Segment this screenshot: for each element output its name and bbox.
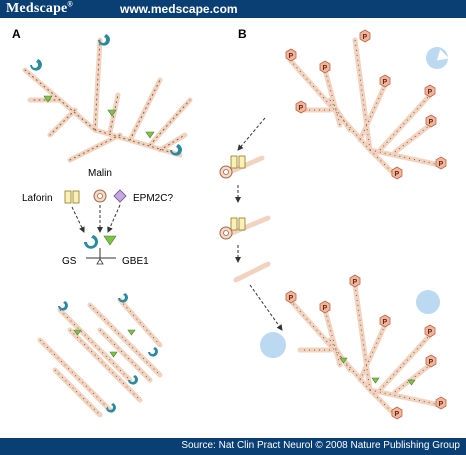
glycogen-molecule-phosphorylated-beads xyxy=(289,39,441,176)
svg-text:P: P xyxy=(429,119,434,126)
svg-text:P: P xyxy=(299,105,304,112)
header-bar: Medscape® www.medscape.com xyxy=(0,0,466,18)
gbe1-enzyme-icon xyxy=(43,95,155,139)
gs-enzyme-icon xyxy=(84,235,98,249)
svg-text:P: P xyxy=(439,401,444,408)
malin-core-icon xyxy=(223,230,229,236)
glycogen-diagram: A B Malin Laforin EPM2C? GS GBE1 xyxy=(12,27,450,420)
laforin-icon xyxy=(230,155,238,169)
glucan-chain xyxy=(233,261,271,283)
svg-text:P: P xyxy=(363,34,368,41)
glycogen-molecule-degraded-beads xyxy=(289,284,441,416)
svg-text:P: P xyxy=(428,89,433,96)
malin-core-icon xyxy=(223,169,229,175)
malin-label: Malin xyxy=(88,168,112,179)
epm2c-label: EPM2C? xyxy=(133,193,173,204)
gs-label: GS xyxy=(62,256,77,267)
gbe1-enzyme-icon xyxy=(103,235,117,246)
glucan-chain xyxy=(227,155,265,175)
polyglucosan-chains-beads xyxy=(39,299,161,416)
epm2c-icon xyxy=(113,189,127,203)
gs-enzyme-icon xyxy=(58,293,158,413)
degradation-enzyme-notch xyxy=(436,49,450,61)
laforin-icon xyxy=(238,217,246,231)
laforin-icon xyxy=(238,155,246,169)
laforin-icon xyxy=(64,190,72,204)
legend-arrows xyxy=(71,204,121,233)
svg-text:P: P xyxy=(323,65,328,72)
source-credit: Source: Nat Clin Pract Neurol © 2008 Nat… xyxy=(181,440,460,451)
svg-text:P: P xyxy=(395,411,400,418)
gbe1-enzyme-icon xyxy=(339,357,416,386)
svg-text:P: P xyxy=(323,305,328,312)
panel-label-b: B xyxy=(238,27,247,41)
phosphate-group-icon: P P P P P P P P xyxy=(285,274,447,420)
malin-core-icon xyxy=(97,193,103,199)
pathway-arrows xyxy=(235,117,283,331)
phosphate-group-icon: P P P P P P P P P xyxy=(285,29,447,180)
degradation-enzyme-icon xyxy=(416,290,440,315)
footer-bar: Source: Nat Clin Pract Neurol © 2008 Nat… xyxy=(0,438,466,455)
svg-text:P: P xyxy=(383,319,388,326)
panel-label-a: A xyxy=(12,27,21,41)
svg-text:P: P xyxy=(289,295,294,302)
gs-enzyme-icon xyxy=(30,34,182,156)
balance-fulcrum-icon xyxy=(96,258,104,265)
site-url: www.medscape.com xyxy=(120,2,238,16)
degradation-enzyme-icon xyxy=(260,332,286,359)
svg-text:P: P xyxy=(353,279,358,286)
laforin-icon xyxy=(72,190,80,204)
balance-bar xyxy=(86,248,116,259)
svg-text:P: P xyxy=(439,161,444,168)
glycogen-molecule-normal xyxy=(22,37,193,163)
medscape-logo: Medscape® xyxy=(6,1,73,16)
gbe1-enzyme-icon xyxy=(73,329,136,358)
svg-text:P: P xyxy=(289,53,294,60)
glucan-chain xyxy=(229,215,271,236)
svg-text:P: P xyxy=(428,329,433,336)
laforin-label: Laforin xyxy=(22,193,53,204)
glycogen-molecule-phosphorylated xyxy=(287,37,443,178)
svg-text:P: P xyxy=(429,359,434,366)
laforin-icon xyxy=(230,217,238,231)
svg-text:P: P xyxy=(383,79,388,86)
gbe1-label: GBE1 xyxy=(122,256,149,267)
svg-text:P: P xyxy=(395,171,400,178)
